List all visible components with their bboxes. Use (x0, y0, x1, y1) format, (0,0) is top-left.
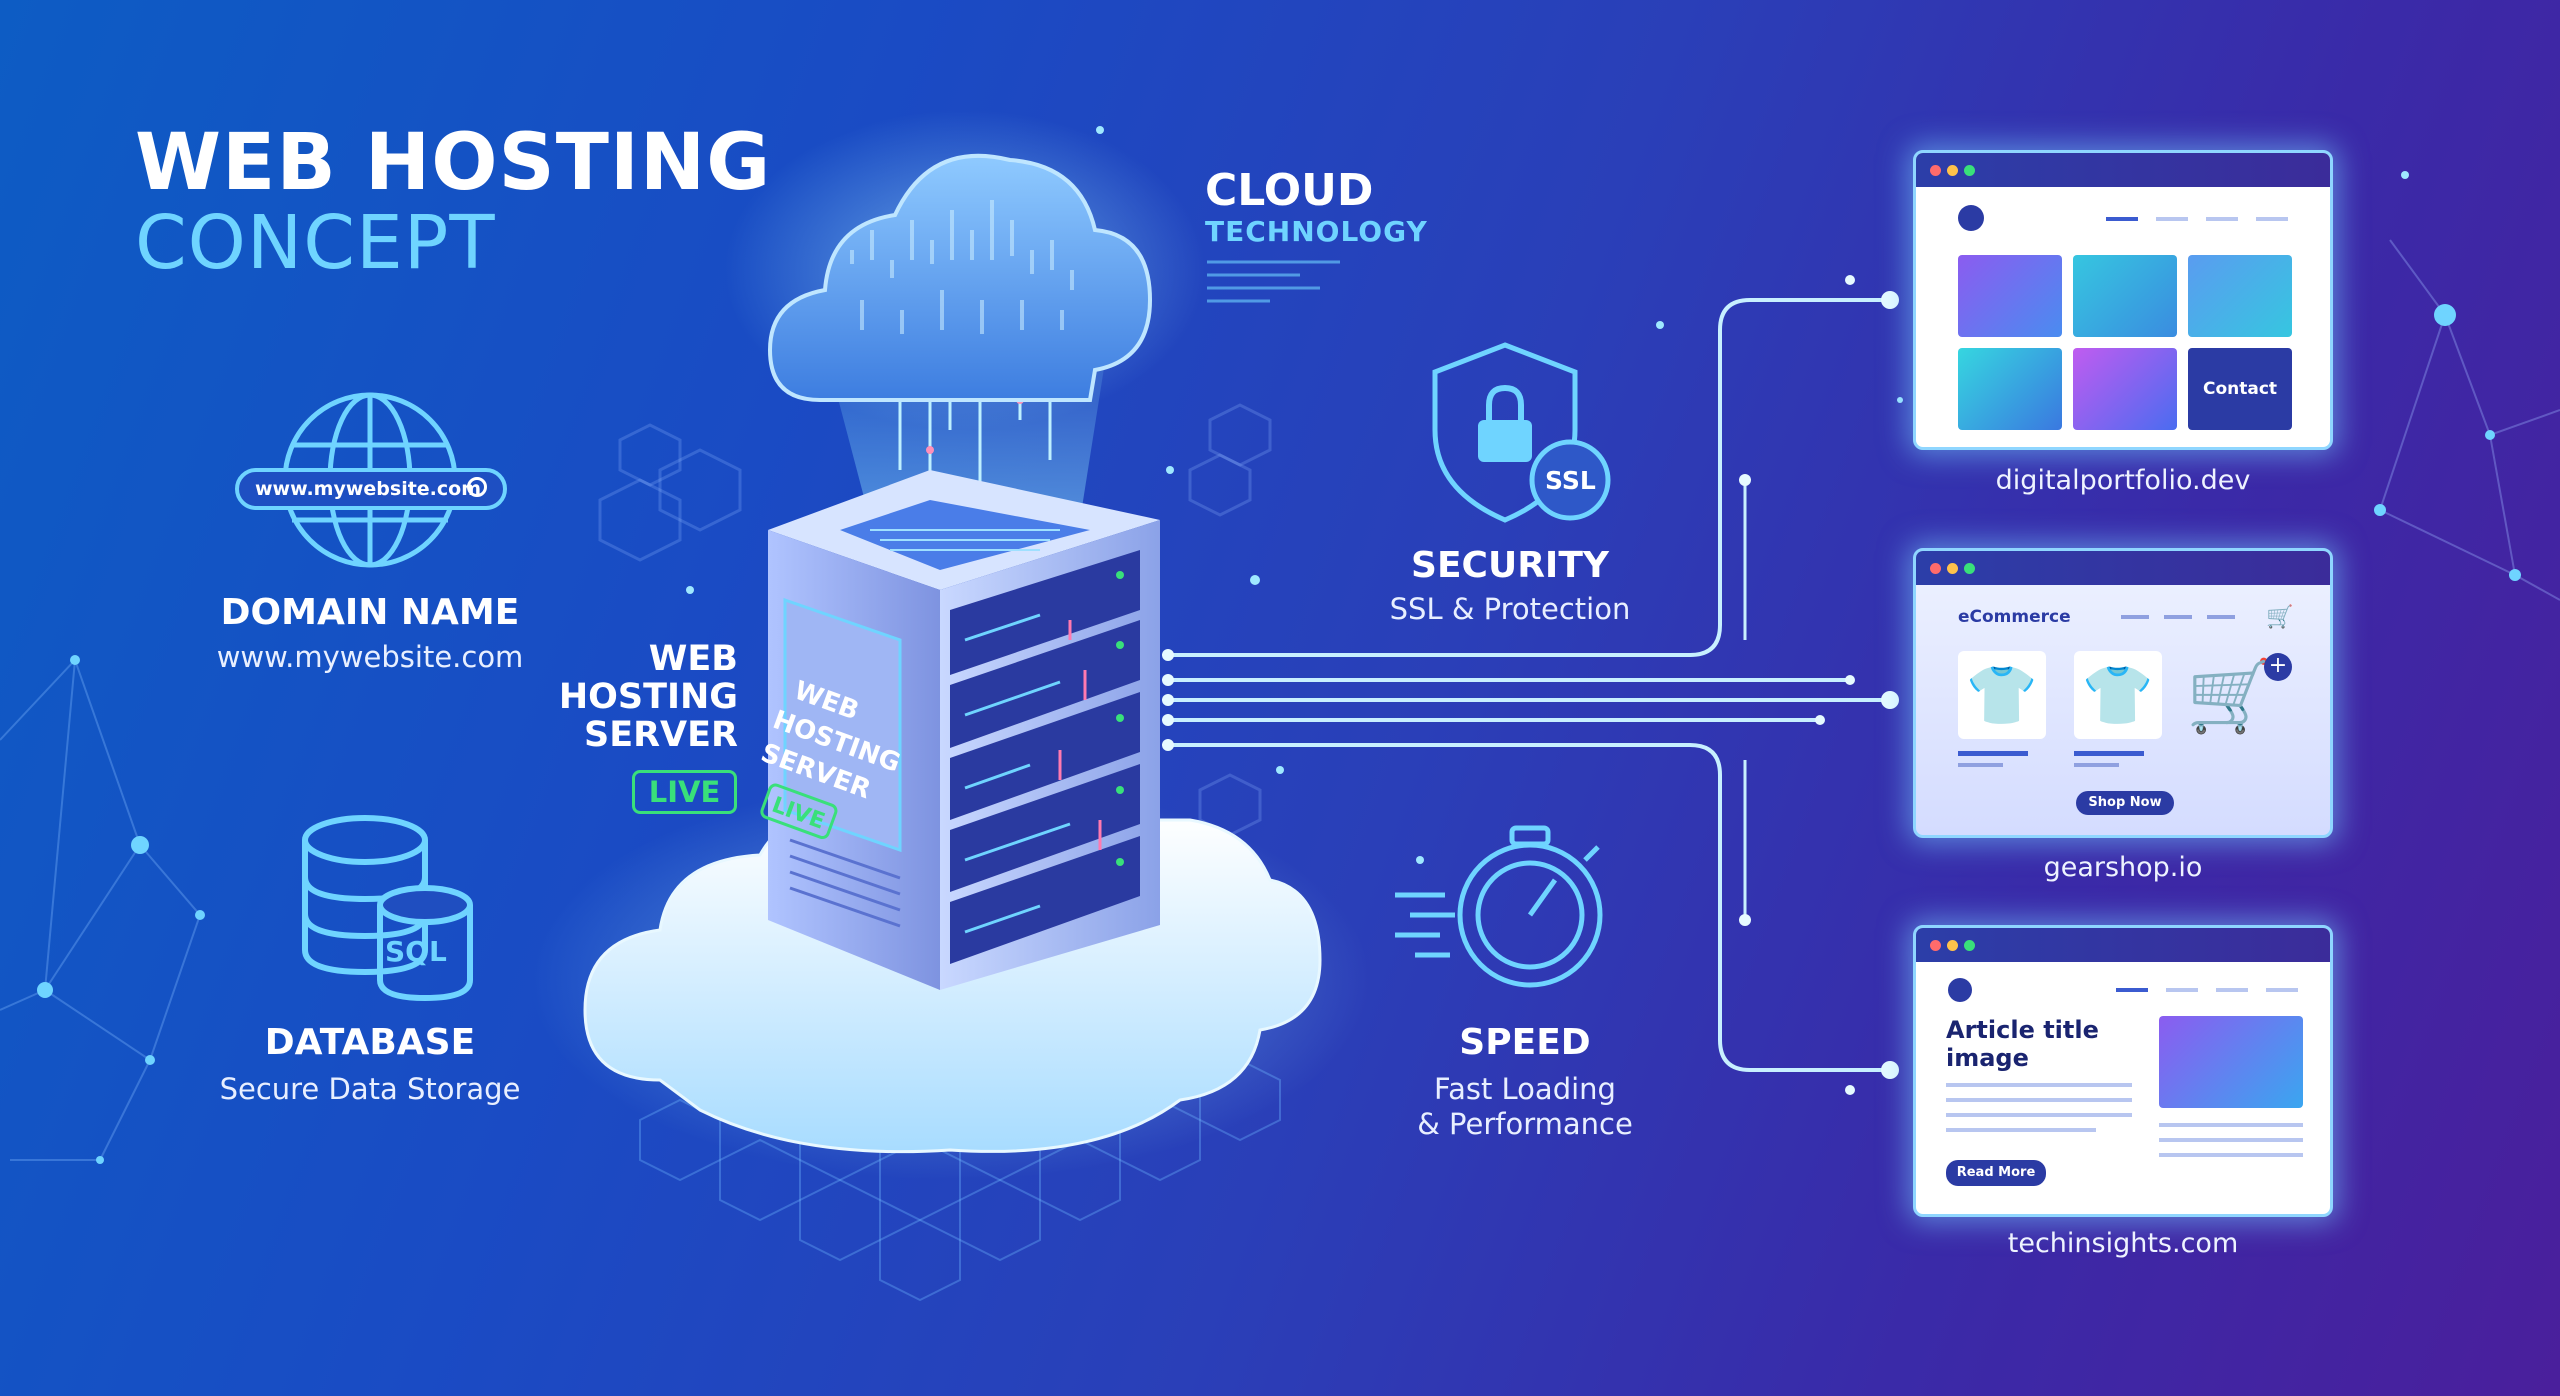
site-label-techinsights[interactable]: techinsights.com (2007, 1228, 2239, 1259)
browser-bar (1916, 551, 2330, 585)
domain-search-bar: www.mywebsite.com (235, 468, 507, 510)
nav-line (2216, 988, 2248, 992)
text-line (1946, 1083, 2132, 1087)
logo-dot (1958, 205, 1984, 231)
search-icon (467, 477, 487, 497)
sparkle-dots (686, 126, 2409, 864)
connector-lines (1163, 298, 1892, 1072)
top-cloud (725, 110, 1205, 430)
text-line (1946, 1128, 2096, 1132)
site-card-portfolio: Contact (1913, 150, 2333, 450)
page-title-line2: CONCEPT (135, 200, 496, 286)
domain-heading: DOMAIN NAME (220, 592, 520, 633)
cart-icon[interactable]: 🛒 (2266, 605, 2294, 630)
shop-now-button[interactable]: Shop Now (2076, 791, 2174, 815)
product-price-line (1958, 751, 2028, 756)
text-line (2159, 1153, 2303, 1157)
database-icon (302, 815, 473, 1002)
product-price-line (2074, 751, 2144, 756)
cloud-heading: CLOUD (1205, 165, 1374, 216)
article-image (2159, 1016, 2303, 1108)
add-icon[interactable]: + (2264, 653, 2292, 681)
sweater-product-icon[interactable]: 👕 (1958, 651, 2046, 739)
sql-badge: SQL (385, 935, 447, 968)
text-line (2159, 1123, 2303, 1127)
domain-search-text: www.mywebsite.com (255, 478, 482, 500)
cloud-subheading: TECHNOLOGY (1205, 215, 1428, 248)
domain-subtitle: www.mywebsite.com (216, 640, 524, 674)
image-thumbnail (1958, 255, 2062, 337)
nav-line (2164, 615, 2192, 619)
database-subtitle: Secure Data Storage (219, 1072, 521, 1106)
nav-line (2116, 988, 2148, 992)
page-title-line1: WEB HOSTING (135, 118, 772, 208)
read-more-button[interactable]: Read More (1946, 1160, 2046, 1186)
shopping-cart-icon: 🛒 (2186, 655, 2274, 737)
shield-lock-icon (1432, 342, 1611, 523)
text-line (1946, 1113, 2132, 1117)
network-nodes-right (2374, 304, 2521, 581)
site-label-gearshop[interactable]: gearshop.io (2043, 852, 2203, 883)
nav-line (2166, 988, 2198, 992)
site-card-gearshop: eCommerce 🛒 👕 👕 🛒 + Shop Now (1913, 548, 2333, 838)
article-title-line2: image (1946, 1044, 2029, 1072)
security-subtitle: SSL & Protection (1389, 592, 1631, 626)
speed-heading: SPEED (1459, 1022, 1591, 1063)
hexagon-decor (598, 403, 1272, 837)
cloud-tech-lines (1207, 260, 1340, 303)
live-badge: LIVE (632, 770, 737, 814)
logo-dot (1948, 978, 1972, 1002)
speed-subtitle-line2: & Performance (1417, 1107, 1633, 1141)
product-name-line (2074, 763, 2119, 767)
nav-line (2106, 217, 2138, 221)
text-line (1946, 1098, 2132, 1102)
database-heading: DATABASE (264, 1022, 476, 1063)
server-cabinet (768, 470, 1160, 990)
contact-button[interactable]: Contact (2188, 348, 2292, 430)
tshirt-product-icon[interactable]: 👕 (2074, 651, 2162, 739)
nav-line (2266, 988, 2298, 992)
site-label-portfolio[interactable]: digitalportfolio.dev (1995, 465, 2251, 496)
server-label: WEB HOSTING SERVER (520, 640, 738, 754)
security-heading: SECURITY (1411, 545, 1609, 586)
image-thumbnail (2073, 348, 2177, 430)
server-label-line1: WEB (648, 639, 738, 679)
nav-line (2121, 615, 2149, 619)
image-thumbnail (1958, 348, 2062, 430)
product-name-line (1958, 763, 2003, 767)
image-thumbnail (2188, 255, 2292, 337)
connector-nodes (1162, 275, 1899, 1095)
speed-subtitle-line1: Fast Loading (1434, 1072, 1616, 1106)
browser-bar (1916, 153, 2330, 187)
article-title: Article title image (1946, 1016, 2099, 1072)
server-label-line2: HOSTING (558, 677, 738, 717)
server-label-line3: SERVER (583, 715, 738, 755)
text-line (2159, 1138, 2303, 1142)
nav-line (2206, 217, 2238, 221)
network-lines-right (2379, 239, 2560, 601)
stopwatch-icon (1395, 825, 1603, 988)
article-title-line1: Article title (1946, 1016, 2099, 1044)
ecommerce-brand: eCommerce (1958, 607, 2071, 627)
network-nodes-left (37, 655, 205, 1164)
site-card-techinsights: Article title image Read More (1913, 925, 2333, 1217)
nav-line (2156, 217, 2188, 221)
browser-bar (1916, 928, 2330, 962)
nav-line (2207, 615, 2235, 619)
nav-line (2256, 217, 2288, 221)
image-thumbnail (2073, 255, 2177, 337)
ssl-badge: SSL (1545, 466, 1596, 495)
